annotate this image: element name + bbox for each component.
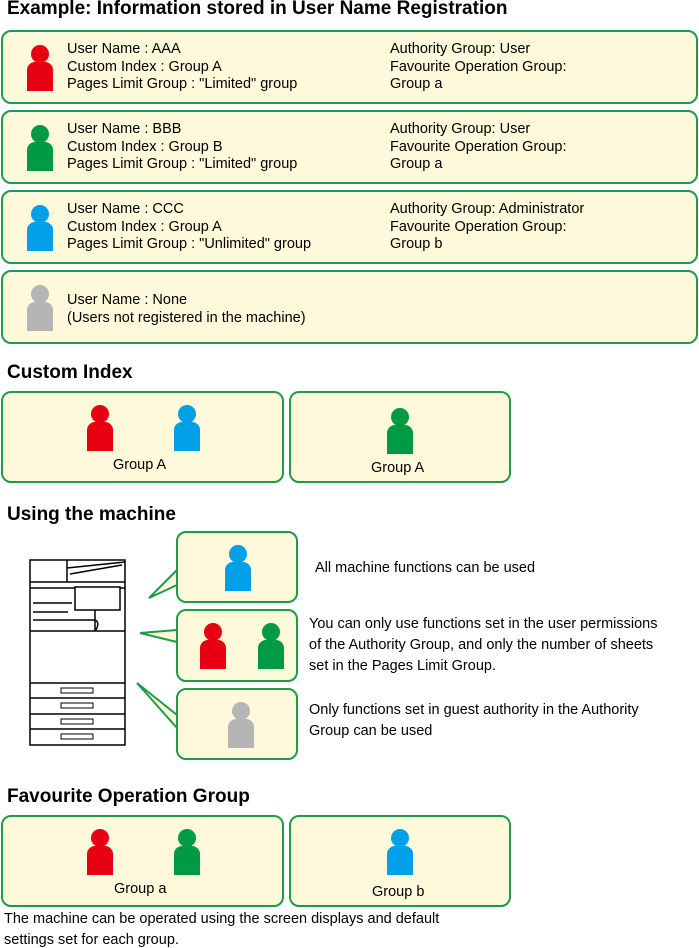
- mfp-machine-illustration: [29, 559, 178, 746]
- blue-user-icon: [174, 405, 200, 451]
- blue-user-icon: [225, 545, 251, 591]
- gray-user-icon: [228, 702, 254, 748]
- red-user-icon: [87, 405, 113, 451]
- bubble-guest: [176, 688, 298, 760]
- user-card-none: User Name : None(Users not registered in…: [1, 270, 698, 344]
- guest-description: Only functions set in guest authority in…: [309, 702, 639, 739]
- group-label: Group A: [371, 460, 425, 476]
- footer-note: The machine can be operated using the sc…: [4, 911, 440, 948]
- machine-heading: Using the machine: [7, 504, 176, 525]
- group-label: Group b: [372, 884, 425, 900]
- blue-user-icon: [387, 829, 413, 875]
- favourite-group-box: Group a: [1, 815, 284, 907]
- group-label: Group a: [114, 881, 167, 897]
- red-user-icon: [200, 623, 226, 669]
- green-user-icon: [387, 408, 413, 454]
- custom-index-group-box: Group A: [1, 391, 284, 483]
- green-user-icon: [174, 829, 200, 875]
- page-title: Example: Information stored in User Name…: [7, 0, 508, 19]
- gray-user-icon: [27, 285, 53, 331]
- bubble-administrator: [176, 531, 298, 603]
- bubble-users: [176, 609, 298, 682]
- green-user-icon: [27, 125, 53, 171]
- green-user-icon: [258, 623, 284, 669]
- red-user-icon: [87, 829, 113, 875]
- favourite-group-box: Group b: [289, 815, 511, 907]
- group-label: Group A: [113, 457, 167, 473]
- custom-index-heading: Custom Index: [7, 362, 133, 383]
- red-user-icon: [27, 45, 53, 91]
- admin-description: All machine functions can be used: [315, 560, 536, 576]
- favourite-heading: Favourite Operation Group: [7, 786, 250, 807]
- user-info: User Name : None(Users not registered in…: [67, 292, 306, 326]
- user-description: You can only use functions set in the us…: [309, 616, 658, 674]
- custom-index-group-box: Group A: [289, 391, 511, 483]
- blue-user-icon: [27, 205, 53, 251]
